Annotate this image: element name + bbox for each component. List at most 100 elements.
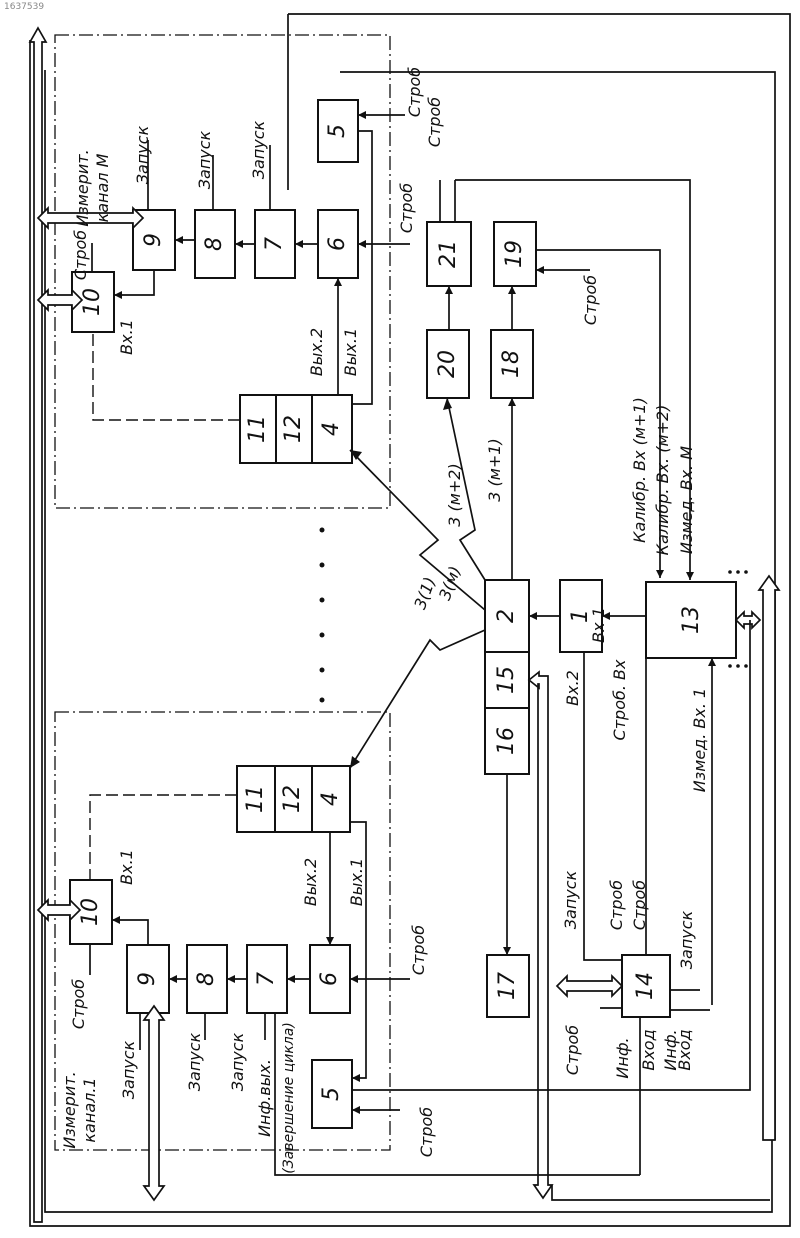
left-bus-arrow	[30, 28, 46, 1222]
block-18: 18	[491, 330, 533, 398]
svg-text:18: 18	[499, 350, 524, 378]
z-m-label: 3(м)	[435, 564, 465, 603]
strob-label-5-1: Строб	[417, 1107, 436, 1157]
svg-text:11: 11	[245, 415, 270, 443]
block-7-m: 7	[255, 210, 295, 278]
block-8-1: 8	[187, 945, 227, 1013]
block-13: 13	[646, 582, 736, 658]
block-21: 21	[427, 222, 471, 286]
svg-text:16: 16	[494, 727, 519, 755]
zapusk-label-9m: Запуск	[133, 125, 152, 184]
strob-label-5m-b: Строб	[425, 97, 444, 147]
inf-label-14: Инф.	[613, 1037, 632, 1078]
vyh1-label-m: Вых.1	[341, 328, 360, 376]
block-11-12-4-1: 11 12 4	[237, 766, 350, 832]
vh1-label-10m: Вх.1	[117, 319, 136, 355]
inf-vhod-label: Инф.Вход	[661, 1029, 694, 1070]
block-9-1: 9	[127, 945, 169, 1013]
end-cycle-label: (Завершение цикла)	[281, 1022, 297, 1174]
vh2-label-1: Вх.2	[563, 670, 582, 706]
vh1-label-1: Вх 1	[589, 607, 608, 643]
vhod-label-14: Вход	[639, 1029, 658, 1070]
strob-label-19: Строб	[581, 275, 600, 325]
strob-label-10m: Строб	[71, 230, 90, 280]
block-6-1: 6	[310, 945, 350, 1013]
channel-1-title: Измерит.канал.1	[60, 1071, 99, 1148]
vyh1-label-1: Вых.1	[347, 858, 366, 906]
bus-13	[736, 612, 760, 628]
bus-15	[529, 672, 552, 1198]
inf-vyh-label: Инф.вых.	[255, 1059, 274, 1137]
zapusk-label-9-1: Запуск	[119, 1040, 138, 1099]
kalibr-m2-label: Калибр. Вх. (м+2)	[653, 405, 672, 556]
svg-text:15: 15	[494, 666, 519, 694]
block-6-m: 6	[318, 210, 358, 278]
z-m1-label: 3 (м+1)	[485, 438, 504, 501]
block-7-1: 7	[247, 945, 287, 1013]
svg-text:6: 6	[317, 972, 342, 986]
zapusk-label-14a: Запуск	[561, 870, 580, 929]
strob-vh-label: Строб. Вх	[610, 659, 629, 740]
svg-text:12: 12	[280, 785, 305, 813]
strob-label-5m-a: Строб	[405, 67, 424, 117]
channel-m-title: Измерит.канал М	[73, 149, 112, 226]
zapusk-label-7m: Запуск	[249, 120, 268, 179]
svg-text:10: 10	[78, 898, 103, 926]
svg-text:8: 8	[202, 237, 227, 251]
bus-9-1	[144, 1006, 164, 1200]
block-8-m: 8	[195, 210, 235, 278]
block-14: 14	[622, 955, 670, 1017]
block-2-15-16: 2 15 16	[485, 580, 529, 774]
izmed-vh1-label: Измед. Вх. 1	[690, 688, 709, 792]
svg-text:9: 9	[141, 233, 166, 247]
svg-text:6: 6	[325, 237, 350, 251]
strob-label-6m: Строб	[397, 183, 416, 233]
svg-text:5: 5	[325, 124, 350, 138]
svg-text:17: 17	[495, 972, 520, 1000]
svg-text:2: 2	[494, 609, 519, 623]
zapusk-label-14b: Запуск	[677, 910, 696, 969]
document-number: 1637539	[4, 2, 44, 12]
svg-text:10: 10	[80, 288, 105, 316]
svg-text:9: 9	[135, 972, 160, 986]
svg-text:12: 12	[281, 415, 306, 443]
z-1-label: 3(1)	[410, 574, 439, 611]
strob-label-14c: Строб	[563, 1025, 582, 1075]
channel-ellipsis	[320, 528, 325, 703]
block-5-1: 5	[312, 1060, 352, 1128]
block-11-12-4-m: 11 12 4	[240, 395, 352, 463]
svg-text:7: 7	[254, 972, 279, 986]
svg-text:19: 19	[502, 240, 527, 268]
strob-label-14a: Строб	[607, 880, 626, 930]
zapusk-label-7-1: Запуск	[228, 1032, 247, 1091]
block-17: 17	[487, 955, 529, 1017]
svg-text:14: 14	[633, 972, 658, 1000]
svg-text:8: 8	[194, 972, 219, 986]
zapusk-label-8-1: Запуск	[185, 1032, 204, 1091]
kalibr-m1-label: Калибр. Вх (м+1)	[630, 397, 649, 543]
strob-label-6-1: Строб	[409, 925, 428, 975]
block-19: 19	[494, 222, 536, 286]
strob-label-14b: Строб	[630, 880, 649, 930]
svg-text:4: 4	[318, 792, 343, 806]
bus-10-m	[38, 290, 82, 310]
strob-label-10-1: Строб	[69, 979, 88, 1029]
bus-10-1	[38, 900, 80, 920]
vh1-label-10-1: Вх.1	[117, 849, 136, 885]
vyh2-label-m: Вых.2	[307, 328, 326, 376]
izmed-vh-m-label: Измед. Вх. М	[677, 446, 696, 554]
block-20: 20	[427, 330, 469, 398]
svg-text:13: 13	[679, 606, 704, 634]
svg-text:5: 5	[319, 1087, 344, 1101]
vyh2-label-1: Вых.2	[301, 858, 320, 906]
svg-text:7: 7	[262, 237, 287, 251]
block-5-m: 5	[318, 100, 358, 162]
bus-14	[557, 976, 622, 996]
svg-text:11: 11	[243, 785, 268, 813]
z-m2-label: 3 (м+2)	[445, 463, 464, 526]
svg-text:20: 20	[435, 350, 460, 378]
zapusk-label-8m: Запуск	[195, 130, 214, 189]
svg-text:21: 21	[436, 240, 461, 268]
vertical-bus-right	[759, 576, 779, 1140]
